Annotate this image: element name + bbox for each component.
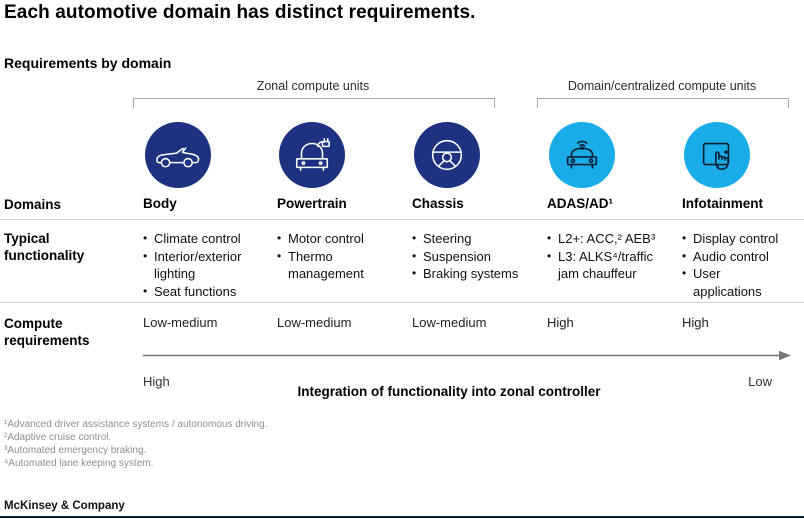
infotainment-circle [684, 122, 750, 188]
compute-powertrain: Low-medium [277, 315, 352, 330]
compute-row: Compute requirements Low-medium Low-medi… [0, 315, 804, 349]
bullet-item: • Seat functions [143, 283, 265, 301]
chassis-circle [414, 122, 480, 188]
footnote-line: ³Automated emergency braking. [4, 445, 147, 456]
functionality-infotainment: • Display control • Audio control • User appl… [682, 230, 804, 300]
functionality-row: Typical functionality • Climate control • I… [0, 230, 804, 300]
domain-name-chassis: Chassis [412, 196, 464, 211]
footnote-line: ¹Advanced driver assistance systems / au… [4, 419, 268, 430]
row-label-domains: Domains [4, 197, 62, 212]
body-circle [145, 122, 211, 188]
bullet-text: Display control [693, 231, 779, 246]
bullet-text: Thermo management [288, 248, 364, 282]
bullet-item: • L3: ALKS⁴/traffic jam chauffeur [547, 248, 670, 283]
footnotes: ¹Advanced driver assistance systems / au… [4, 418, 267, 470]
bullet-dot: • [682, 248, 687, 263]
group-label-zonal: Zonal compute units [256, 79, 370, 93]
icon-cell-adas [547, 122, 682, 188]
page-title: Each automotive domain has distinct requ… [4, 2, 476, 23]
bullet-text: Motor control [288, 231, 364, 246]
compute-adas: High [547, 315, 574, 330]
axis-label-high: High [143, 374, 170, 389]
section-label: Requirements by domain [4, 55, 172, 71]
compute-infotainment: High [682, 315, 709, 330]
bullet-item: • Steering [412, 230, 535, 248]
bullet-item: • Suspension [412, 248, 535, 266]
bracket-central [537, 98, 789, 108]
bullet-item: • User applications [682, 265, 792, 300]
bullet-item: • Display control [682, 230, 792, 248]
bullet-item: • L2+: ACC,² AEB³ [547, 230, 670, 248]
bottom-rule [0, 516, 804, 518]
bullet-dot: • [277, 248, 282, 263]
domain-name-body: Body [143, 196, 177, 211]
bullet-dot: • [143, 231, 148, 245]
bullet-text: Audio control [693, 248, 769, 264]
icon-cell-body [143, 122, 277, 188]
right-arrow-icon [143, 350, 791, 361]
steering-wheel-icon [431, 139, 463, 171]
bullet-text: User applications [693, 266, 762, 299]
bracket-zonal [133, 98, 495, 108]
divider [0, 302, 804, 303]
axis-caption: Integration of functionality into zonal … [297, 384, 601, 399]
functionality-powertrain: • Motor control • Thermo management [277, 230, 412, 300]
convertible-car-icon [156, 147, 200, 168]
domain-name-powertrain: Powertrain [277, 196, 347, 211]
bullet-dot: • [412, 266, 417, 280]
bullet-dot: • [412, 248, 417, 263]
bullet-text: Climate control [154, 231, 241, 246]
bullet-text: L3: ALKS⁴/traffic jam chauffeur [558, 248, 653, 282]
domain-name-adas: ADAS/AD¹ [547, 196, 613, 211]
bullet-text: Braking systems [423, 266, 519, 281]
functionality-body: • Climate control • Interior/exterior light… [143, 230, 277, 300]
bullet-item: • Braking systems [412, 265, 535, 283]
row-label-compute: Compute requirements [4, 316, 90, 348]
icons-row-spacer [4, 122, 143, 188]
icon-cell-infotainment [682, 122, 804, 188]
bullet-dot: • [143, 248, 148, 263]
footnote-line: ⁴Automated lane keeping system. [4, 458, 154, 469]
bullet-text: Interior/exterior lighting [154, 248, 242, 282]
axis-label-low: Low [748, 374, 772, 389]
bullet-text: Seat functions [154, 283, 237, 299]
source-wordmark: McKinsey & Company [4, 500, 125, 512]
bullet-dot: • [277, 231, 282, 245]
compute-chassis: Low-medium [412, 315, 487, 330]
icons-row [0, 122, 804, 188]
functionality-adas: • L2+: ACC,² AEB³ • L3: ALKS⁴/traffic jam c… [547, 230, 682, 300]
tablet-touch-icon [702, 142, 730, 170]
bullet-text: Suspension [423, 248, 491, 264]
icon-cell-chassis [412, 122, 547, 188]
bullet-dot: • [143, 283, 148, 298]
bullet-item: • Motor control [277, 230, 400, 248]
row-label-functionality: Typical functionality [4, 231, 85, 263]
bullet-text: Steering [423, 231, 472, 246]
bullet-item: • Climate control [143, 230, 265, 248]
footnote-line: ²Adaptive cruise control. [4, 432, 112, 443]
bullet-dot: • [682, 266, 687, 280]
bullet-item: • Interior/exterior lighting [143, 248, 265, 283]
icon-cell-powertrain [277, 122, 412, 188]
compute-body: Low-medium [143, 315, 218, 330]
bullet-dot: • [547, 231, 552, 245]
connected-car-icon [566, 140, 598, 169]
adas-circle [549, 122, 615, 188]
bullet-dot: • [682, 231, 687, 245]
domain-name-infotainment: Infotainment [682, 196, 763, 211]
bullet-item: • Thermo management [277, 248, 400, 283]
bullet-text: L2+: ACC,² AEB³ [558, 231, 656, 246]
bullet-dot: • [547, 248, 552, 263]
divider [0, 219, 804, 220]
group-label-central: Domain/centralized compute units [567, 79, 757, 93]
bullet-item: • Audio control [682, 248, 792, 266]
bullet-dot: • [412, 231, 417, 245]
domain-names-row: Domains Body Powertrain Chassis ADAS/AD¹… [0, 196, 804, 213]
powertrain-circle [279, 122, 345, 188]
functionality-chassis: • Steering • Suspension • Braking systems [412, 230, 547, 300]
integration-arrow [143, 350, 791, 361]
ev-charging-car-icon [295, 138, 330, 172]
